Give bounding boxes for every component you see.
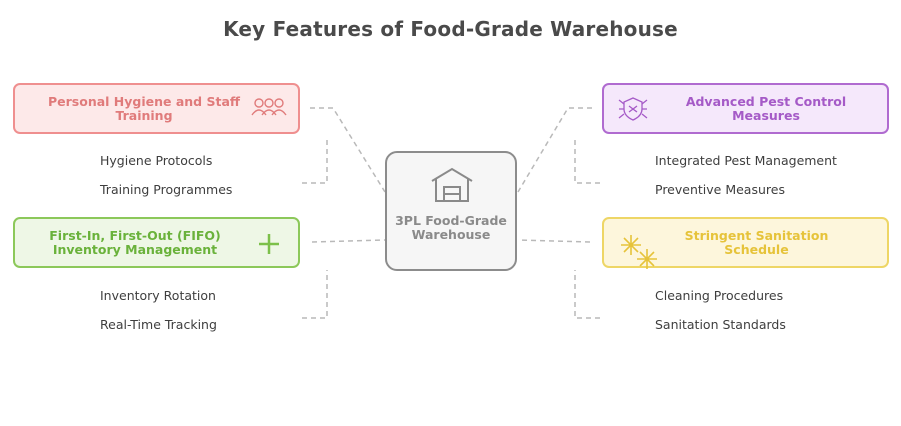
feature-box-pest: Advanced Pest Control Measures bbox=[602, 83, 889, 134]
plus-icon bbox=[259, 234, 279, 254]
staff-group-icon bbox=[251, 98, 287, 116]
list-item: Inventory Rotation bbox=[100, 288, 216, 303]
list-item: Integrated Pest Management bbox=[655, 153, 837, 168]
list-item: Training Programmes bbox=[100, 182, 233, 197]
center-node: 3PL Food-Grade Warehouse bbox=[385, 151, 517, 271]
list-item: Sanitation Standards bbox=[655, 317, 786, 332]
diagram-title: Key Features of Food-Grade Warehouse bbox=[223, 17, 678, 41]
feature-box-fifo: First-In, First-Out (FIFO) Inventory Man… bbox=[13, 217, 300, 268]
pest-shield-icon bbox=[618, 97, 648, 121]
feature-label-sanitation: Stringent Sanitation Schedule bbox=[684, 227, 829, 257]
feature-label-hygiene: Personal Hygiene and Staff Training bbox=[47, 93, 241, 123]
feature-box-sanitation: Stringent Sanitation Schedule bbox=[602, 217, 889, 269]
list-item: Cleaning Procedures bbox=[655, 288, 784, 303]
feature-label-pest: Advanced Pest Control Measures bbox=[685, 93, 847, 123]
warehouse-icon bbox=[431, 167, 473, 202]
center-label: 3PL Food-Grade Warehouse bbox=[395, 213, 507, 242]
sparkle-icon bbox=[621, 235, 657, 269]
list-item: Preventive Measures bbox=[655, 182, 785, 197]
feature-label-fifo: First-In, First-Out (FIFO) Inventory Man… bbox=[49, 227, 221, 257]
list-item: Real-Time Tracking bbox=[100, 317, 217, 332]
list-item: Hygiene Protocols bbox=[100, 153, 213, 168]
feature-box-hygiene: Personal Hygiene and Staff Training bbox=[13, 83, 300, 134]
